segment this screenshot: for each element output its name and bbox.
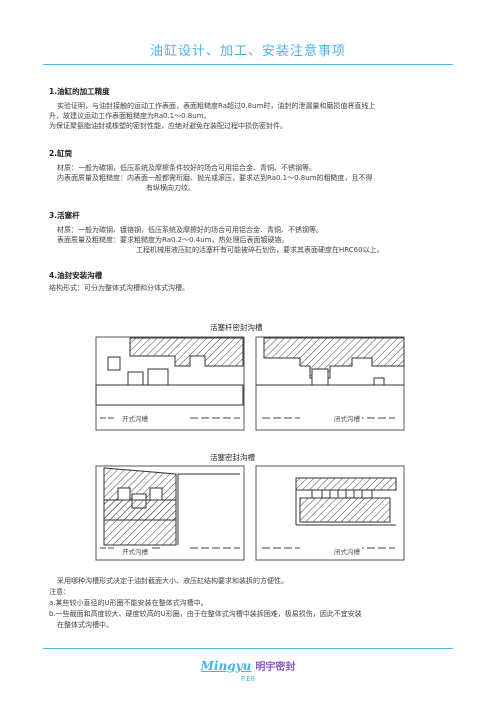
page-number: P.E8 (240, 675, 256, 683)
section-3-line-3: 工程机械用液压缸的活塞杆有可能被碎石划伤，要求其表面硬度在HRC60以上。 (136, 246, 384, 254)
section-1-line-1: 实验证明，与油封接触的运动工作表面，表面粗糙度Ra超过0.8um时，油封的泄漏量… (57, 102, 376, 110)
title-divider (43, 64, 453, 65)
section-1-line-3: 为保证聚氨脂油封或橡塑的密封性能，应绝对避免在装配过程中损伤密封件。 (49, 122, 287, 130)
notes-line-4: b.一些截面和高度较大、硬度较高的U形圈，由于在整体式沟槽中装拆困难，极易损伤，… (49, 610, 362, 618)
piston-closed-groove-label: 闭式沟槽 (332, 546, 362, 556)
page-title: 油缸设计、加工、安装注意事项 (149, 44, 346, 59)
footer-divider (43, 648, 453, 649)
notes-line-5: 在整体式沟槽中。 (57, 621, 113, 629)
piston-open-groove-label: 开式沟槽 (120, 546, 150, 556)
rod-closed-groove-figure (255, 336, 405, 431)
notes-line-2: 注意： (49, 588, 70, 596)
section-heading-2: 2.缸筒 (49, 149, 73, 158)
section-heading-4: 4.油封安装沟槽 (49, 271, 103, 280)
rod-open-groove-label: 开式沟槽 (120, 413, 150, 423)
section-4-line-1: 结构形式：可分为整体式沟槽和分体式沟槽。 (49, 284, 189, 292)
notes-line-1: 采用哪种沟槽形式决定于油封截面大小、液压缸结构要求和装拆的方便性。 (57, 577, 288, 585)
notes-line-3: a.某些较小直径的U形圈不能安装在整体式沟槽中。 (49, 599, 208, 607)
rod-closed-groove-label: 闭式沟槽 (332, 413, 362, 423)
piston-open-groove-figure (95, 465, 245, 561)
section-2-line-2: 内表面质量及粗糙度：内表面一般都需珩磨、抛光或滚压，要求达到Ra0.1～0.8u… (57, 174, 373, 182)
piston-closed-groove-figure (255, 465, 405, 561)
rod-groove-caption: 活塞杆密封沟槽 (210, 323, 263, 332)
section-1-line-2: 升，故建议运动工作表面粗糙度为Ra0.1～0.8um。 (49, 112, 211, 120)
section-2-line-1: 材质：一般为碳钢，低压系统及摩擦条件较好的场合可用铝合金、青铜、不锈钢等。 (57, 164, 316, 172)
section-3-line-2: 表面质量及粗糙度：要求粗糙度为Ra0.2～0.4um，热处理后表面镀硬铬。 (57, 236, 289, 244)
section-2-line-3: 有纵横向刀纹。 (146, 184, 195, 192)
section-3-line-1: 材质：一般为碳钢、镀铬钢，低压系统及摩擦好的场合可用铝合金、青铜、不锈钢等。 (57, 226, 323, 234)
brand-name-cn: 明宇密封 (255, 662, 296, 673)
piston-groove-caption: 活塞密封沟槽 (210, 453, 255, 462)
section-heading-3: 3.活塞杆 (49, 211, 80, 220)
rod-open-groove-figure (95, 336, 245, 431)
section-heading-1: 1.油缸的加工精度 (49, 87, 110, 96)
brand-name-en: Mingyu (200, 659, 252, 673)
